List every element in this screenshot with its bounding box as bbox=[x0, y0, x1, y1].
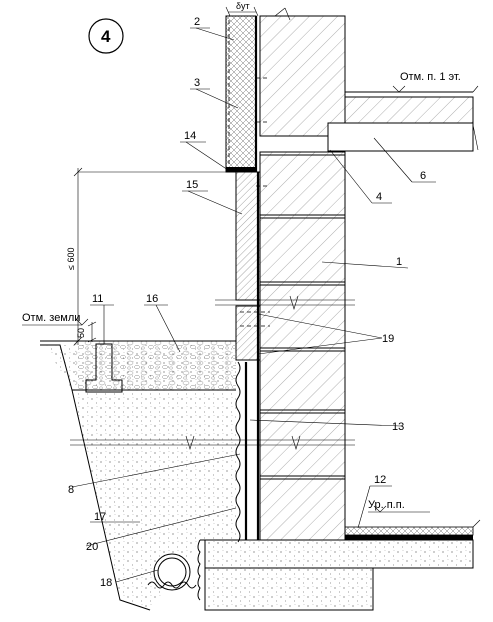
dimension-600-label: ≤ 600 bbox=[66, 248, 76, 270]
leader-label-3: 3 bbox=[194, 77, 200, 89]
leader-16: 16 bbox=[144, 293, 181, 353]
sheet-number: 4 bbox=[101, 27, 111, 46]
leader-11: 11 bbox=[90, 293, 114, 344]
leader-label-11: 11 bbox=[92, 293, 103, 305]
leader-label-12: 12 bbox=[374, 474, 386, 486]
drainage-membrane bbox=[235, 361, 248, 543]
foundation bbox=[197, 539, 474, 611]
leader-3: 3 bbox=[190, 77, 239, 109]
sheet-number-badge: 4 bbox=[88, 18, 124, 54]
leader-label-6: 6 bbox=[420, 170, 426, 182]
leader-label-17: 17 bbox=[94, 511, 106, 523]
leader-label-2: 2 bbox=[194, 16, 200, 28]
floor-surface-level-label: Ур. п.п. bbox=[368, 499, 405, 511]
leader-label-19: 19 bbox=[382, 333, 394, 345]
leader-label-1: 1 bbox=[396, 256, 402, 268]
floor-on-ground bbox=[344, 519, 481, 540]
floor-slab bbox=[327, 85, 479, 152]
insulation-upper bbox=[225, 15, 270, 187]
leader-label-4: 4 bbox=[376, 191, 382, 203]
floor-level-label: Отм. п. 1 эт. bbox=[400, 71, 461, 83]
leader-6: 6 bbox=[373, 137, 436, 183]
leader-18: 18 bbox=[100, 569, 159, 589]
floor-surface-level-mark: Ур. п.п. bbox=[368, 499, 430, 513]
leader-12: 12 bbox=[357, 474, 392, 529]
leader-13: 13 bbox=[249, 419, 404, 433]
leader-label-16: 16 bbox=[146, 293, 158, 305]
plinth-insulation bbox=[235, 171, 270, 540]
leader-19: 19 bbox=[257, 313, 394, 355]
masonry-wall bbox=[259, 151, 346, 541]
leader-1: 1 bbox=[321, 256, 409, 269]
leader-8: 8 bbox=[68, 453, 241, 496]
ground-level-mark: Отм. земли bbox=[22, 312, 89, 326]
insulation-thickness-dimension: δут bbox=[225, 1, 259, 17]
backfill bbox=[40, 340, 236, 611]
dimension-50: 50 bbox=[76, 321, 97, 343]
leader-label-8: 8 bbox=[68, 484, 74, 496]
leader-2: 2 bbox=[190, 16, 235, 41]
leader-label-18: 18 bbox=[100, 577, 112, 589]
upper-wall bbox=[259, 7, 346, 137]
leader-20: 20 bbox=[85, 507, 237, 553]
dimension-50-label: 50 bbox=[76, 328, 86, 338]
leader-label-15: 15 bbox=[186, 179, 198, 191]
leader-17: 17 bbox=[90, 511, 140, 523]
leader-label-20: 20 bbox=[86, 541, 98, 553]
leader-4: 4 bbox=[329, 149, 392, 204]
leader-label-14: 14 bbox=[184, 130, 196, 142]
insulation-thickness-label: δут bbox=[236, 1, 250, 11]
leader-15: 15 bbox=[182, 179, 243, 215]
dimension-600: ≤ 600 bbox=[66, 167, 236, 346]
drainage-pipe bbox=[147, 553, 197, 591]
floor-level-mark: Отм. п. 1 эт. bbox=[392, 71, 470, 93]
leader-label-13: 13 bbox=[392, 421, 404, 433]
leader-14: 14 bbox=[180, 130, 229, 171]
ground-level-label: Отм. земли bbox=[22, 312, 80, 324]
